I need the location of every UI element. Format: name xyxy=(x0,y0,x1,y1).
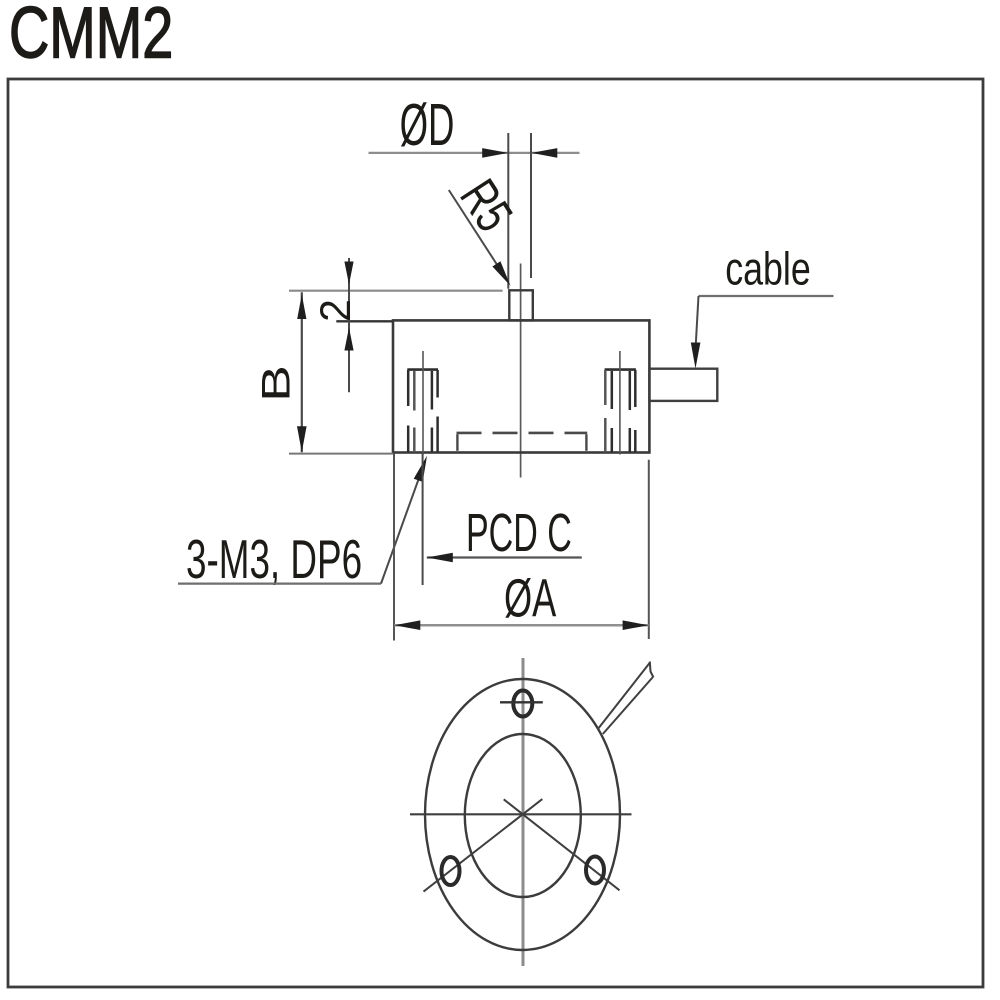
svg-text:2: 2 xyxy=(311,299,359,322)
svg-text:ØA: ØA xyxy=(504,567,557,628)
svg-text:PCD C: PCD C xyxy=(466,502,572,563)
svg-text:R5: R5 xyxy=(449,169,524,241)
svg-text:CMM2: CMM2 xyxy=(9,0,173,73)
svg-text:cable: cable xyxy=(725,242,811,295)
svg-text:ØD: ØD xyxy=(400,93,455,158)
svg-text:B: B xyxy=(254,365,299,402)
svg-text:3-M3, DP6: 3-M3, DP6 xyxy=(186,529,362,590)
